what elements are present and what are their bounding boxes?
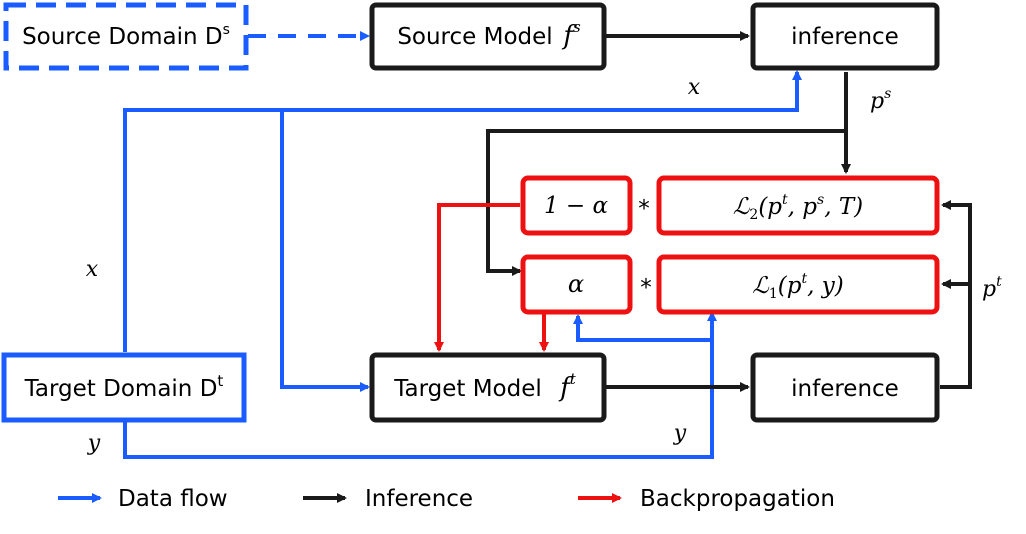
target-domain-sup: t [217,372,223,390]
svg-text:Source Model: Source Model [397,24,552,50]
svg-text:Target Model: Target Model [393,376,542,402]
label-ps: ps [870,86,891,114]
legend-label-inference: Inference [365,486,473,512]
target-domain-label: Target Domain D [24,376,218,402]
loss2-args-sup: t [782,192,788,208]
loss1-box: ℒ1(pt, y) [656,254,940,315]
legend-item-backpropagation: Backpropagation [578,486,835,512]
loss1-symbol: ℒ [752,273,769,299]
edge-target-domain-to-inference-top [123,70,802,352]
loss1-args-end: , y) [807,273,844,299]
label-ps-base: p [870,89,884,114]
legend-label-backpropagation: Backpropagation [640,486,835,512]
loss2-box: ℒ2(pt, ps, T) [656,175,940,236]
one-minus-alpha-box: 1 − α [520,175,633,236]
source-model-sup: s [573,18,581,36]
target-model-label: Target Model [393,376,542,402]
legend-item-inference: Inference [303,486,473,512]
inference-edges [486,31,972,392]
loss2-sub: 2 [749,207,758,223]
loss2-args-end: , T) [824,194,863,220]
source-model-label: Source Model [397,24,552,50]
legend-item-data-flow: Data flow [58,486,228,512]
edge-x-branch-to-target-model [280,110,370,392]
svg-text:ℒ2(pt, ps, T): ℒ2(pt, ps, T) [733,192,863,223]
times-sign-top: * [638,196,650,222]
inference-bottom-label: inference [791,376,899,402]
label-ps-sup: s [884,86,891,102]
edge-ps-branch-to-alpha [486,129,846,276]
inference-top-label: inference [791,24,899,50]
source-domain-sup: s [223,22,230,38]
loss1-args-sup: t [801,271,807,287]
loss2-args-sup2: s [817,192,824,208]
inference-top-box: inference [750,2,940,71]
edge-pt-to-loss [940,200,972,389]
label-pt-sup: t [996,274,1002,290]
loss2-args-mid: , p [788,194,818,220]
edge-one-minus-alpha-to-target-model [434,203,520,352]
label-x-left: x [86,257,99,282]
label-x-top: x [688,75,701,100]
alpha-label: α [568,270,584,298]
svg-text:Source Domain Ds: Source Domain Ds [22,22,230,50]
loss2-symbol: ℒ [733,194,750,220]
label-pt: pt [982,274,1002,302]
backprop-edges [434,203,549,352]
legend-label-data-flow: Data flow [118,486,228,512]
one-minus-alpha-label: 1 − α [544,193,609,219]
source-model-box: Source Model fs [369,2,607,71]
source-domain-label: Source Domain D [22,24,223,50]
target-domain-box: Target Domain Dt [1,352,247,423]
loss1-args: (p [778,273,802,299]
source-domain-box: Source Domain Ds [3,2,249,71]
target-model-box: Target Model ft [369,352,607,423]
loss1-sub: 1 [769,286,778,302]
target-model-sup: t [570,370,577,388]
alpha-box: α [520,254,633,315]
edge-y-branch-to-alpha [573,314,712,342]
label-y-bottom: y [673,421,687,446]
label-pt-base: p [982,277,996,302]
label-y-left: y [87,431,101,456]
loss2-args: (p [758,194,782,220]
svg-text:ℒ1(pt, y): ℒ1(pt, y) [752,271,843,302]
times-sign-bottom: * [640,275,652,301]
inference-bottom-box: inference [750,352,940,423]
legend: Data flow Inference Backpropagation [58,486,835,512]
svg-text:Target Domain Dt: Target Domain Dt [24,372,224,402]
